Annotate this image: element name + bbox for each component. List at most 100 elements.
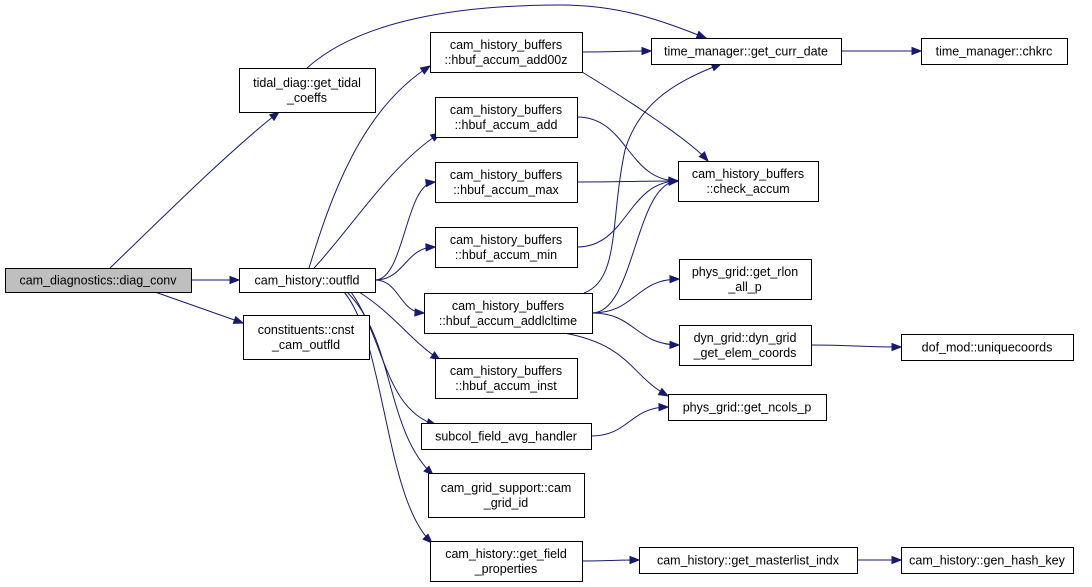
- node-inst[interactable]: cam_history_buffers::hbuf_accum_inst: [435, 358, 578, 399]
- arrowhead-outfld-to-addlcl: [414, 308, 426, 317]
- node-label: _cam_outfld: [271, 338, 340, 352]
- node-label: cam_history_buffers: [450, 233, 562, 247]
- node-label: ::hbuf_accum_addlcltime: [439, 314, 577, 328]
- edge-addlcl-to-rlon: [591, 274, 681, 314]
- node-label: cam_history_buffers: [450, 168, 562, 182]
- node-check[interactable]: cam_history_buffers::check_accum: [678, 161, 819, 202]
- node-label: _coeffs: [286, 91, 327, 105]
- edge-add00z-to-check: [581, 71, 709, 163]
- arrowhead-add00z-to-currdate: [641, 46, 653, 56]
- node-label: phys_grid::get_ncols_p: [683, 401, 812, 415]
- node-outfld[interactable]: cam_history::outfld: [239, 268, 376, 293]
- node-hashkey[interactable]: cam_history::gen_hash_key: [901, 547, 1074, 574]
- node-box: [678, 161, 819, 202]
- node-box: [239, 268, 376, 293]
- node-label: cam_history_buffers: [450, 364, 562, 378]
- node-add00z[interactable]: cam_history_buffers::hbuf_accum_add00z: [430, 32, 583, 73]
- node-box: [430, 541, 583, 582]
- nodes-layer: cam_diagnostics::diag_conv tidal_diag::ge…: [5, 32, 1074, 582]
- arrowhead-currdate-to-chkrc: [911, 46, 923, 56]
- arrowhead-subcol-to-ncols: [658, 402, 670, 412]
- node-label: cam_history_buffers: [692, 167, 804, 181]
- node-box: [435, 97, 578, 138]
- arrowhead-getfield-to-masterlist: [629, 555, 641, 565]
- node-label: _all_p: [727, 280, 761, 294]
- edge-diag_conv-to-cnst_outfld: [154, 291, 245, 324]
- node-label: _grid_id: [483, 496, 529, 510]
- arrowhead-outfld-to-max: [425, 178, 437, 188]
- node-label: ::check_accum: [706, 182, 789, 196]
- node-rlon[interactable]: phys_grid::get_rlon_all_p: [679, 259, 812, 300]
- node-get_tidal[interactable]: tidal_diag::get_tidal_coeffs: [239, 68, 376, 113]
- node-label: ::hbuf_accum_add00z: [444, 53, 567, 67]
- edge-add-to-check: [576, 116, 680, 185]
- node-elem[interactable]: dyn_grid::dyn_grid_get_elem_coords: [679, 325, 812, 366]
- node-label: cam_history::get_masterlist_indx: [657, 554, 840, 568]
- edge-outfld-to-max: [374, 178, 437, 281]
- edges-layer: [109, 4, 923, 565]
- node-label: dyn_grid::dyn_grid: [694, 331, 797, 345]
- node-label: _get_elem_coords: [693, 346, 797, 360]
- node-label: cam_diagnostics::diag_conv: [19, 274, 177, 288]
- edge-outfld-to-add00z: [308, 65, 432, 269]
- arrowhead-elem-to-unique: [891, 342, 903, 352]
- node-unique[interactable]: dof_mod::uniquecoords: [901, 334, 1074, 361]
- node-label: _properties: [474, 562, 538, 576]
- arrowhead-masterlist-to-hashkey: [891, 555, 903, 565]
- arrowhead-diag_conv-to-get_tidal: [268, 111, 281, 122]
- node-label: tidal_diag::get_tidal: [253, 76, 361, 90]
- node-addlcl[interactable]: cam_history_buffers::hbuf_accum_addlclti…: [424, 293, 593, 334]
- node-label: ::hbuf_accum_min: [455, 248, 557, 262]
- arrowhead-get_tidal-to-currdate: [695, 30, 708, 39]
- arrowhead-addlcl-to-rlon: [669, 274, 681, 284]
- node-box: [921, 38, 1068, 65]
- arrowhead-diag_conv-to-cnst_outfld: [232, 315, 245, 324]
- node-min[interactable]: cam_history_buffers::hbuf_accum_min: [435, 227, 578, 268]
- node-diag_conv: cam_diagnostics::diag_conv: [5, 268, 192, 293]
- node-box: [901, 334, 1074, 361]
- node-max[interactable]: cam_history_buffers::hbuf_accum_max: [435, 162, 578, 203]
- node-box: [668, 394, 827, 421]
- node-subcol[interactable]: subcol_field_avg_handler: [421, 423, 592, 450]
- edge-addlcl-to-ncols: [563, 332, 670, 397]
- node-ncols[interactable]: phys_grid::get_ncols_p: [668, 394, 827, 421]
- edge-elem-to-unique: [810, 342, 903, 352]
- node-getfield[interactable]: cam_history::get_field_properties: [430, 541, 583, 582]
- node-label: phys_grid::get_rlon: [692, 265, 798, 279]
- node-box: [428, 473, 585, 518]
- node-box: [679, 259, 812, 300]
- arrowhead-diag_conv-to-outfld: [229, 275, 241, 285]
- node-label: ::hbuf_accum_max: [453, 183, 559, 197]
- node-label: time_manager::chkrc: [936, 45, 1053, 59]
- node-label: subcol_field_avg_handler: [435, 430, 577, 444]
- node-label: cam_history::outfld: [255, 274, 360, 288]
- node-box: [679, 325, 812, 366]
- node-label: cam_history_buffers: [452, 299, 564, 313]
- node-currdate[interactable]: time_manager::get_curr_date: [651, 38, 842, 65]
- arrowhead-addlcl-to-ncols: [657, 387, 670, 397]
- node-gridid[interactable]: cam_grid_support::cam_grid_id: [428, 473, 585, 518]
- node-label: cam_history_buffers: [450, 38, 562, 52]
- node-chkrc[interactable]: time_manager::chkrc: [921, 38, 1068, 65]
- edge-masterlist-to-hashkey: [857, 555, 903, 565]
- node-label: ::hbuf_accum_add: [455, 118, 558, 132]
- edge-getfield-to-masterlist: [581, 555, 641, 565]
- node-label: constituents::cnst: [258, 323, 355, 337]
- arrowhead-addlcl-to-check: [668, 177, 680, 186]
- node-box: [435, 358, 578, 399]
- edge-diag_conv-to-get_tidal: [109, 111, 281, 269]
- node-label: ::hbuf_accum_inst: [455, 379, 557, 393]
- node-add[interactable]: cam_history_buffers::hbuf_accum_add: [435, 97, 578, 138]
- node-box: [901, 547, 1074, 574]
- node-masterlist[interactable]: cam_history::get_masterlist_indx: [639, 547, 858, 574]
- node-label: cam_history::gen_hash_key: [909, 554, 1065, 568]
- node-box: [243, 315, 370, 360]
- node-box: [5, 268, 192, 293]
- node-label: time_manager::get_curr_date: [664, 45, 828, 59]
- node-cnst_outfld[interactable]: constituents::cnst_cam_outfld: [243, 315, 370, 360]
- node-box: [639, 547, 858, 574]
- edge-outfld-to-min: [374, 243, 437, 281]
- arrowhead-outfld-to-min: [425, 243, 437, 252]
- node-box: [424, 293, 593, 334]
